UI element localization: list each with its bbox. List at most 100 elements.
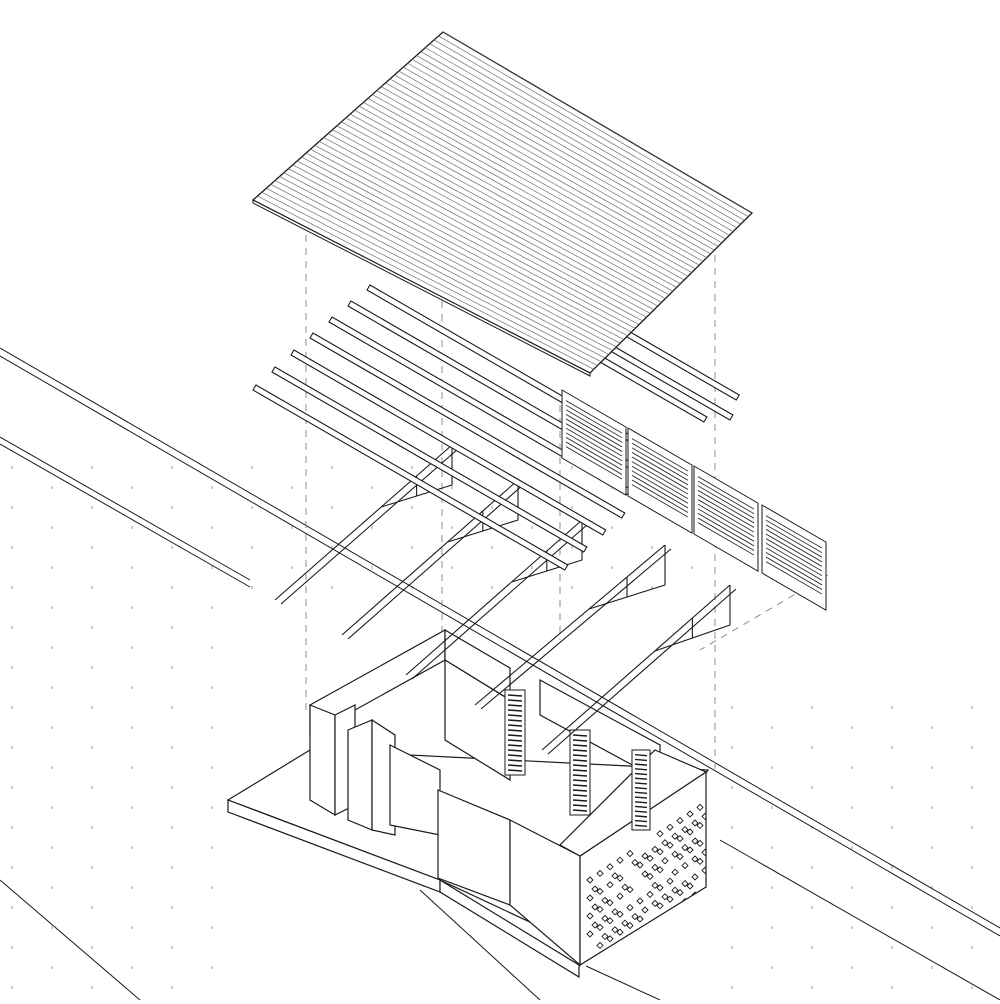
wall-louver-slat [635, 759, 647, 760]
wall-louver-slat [508, 710, 522, 711]
wall-louver-frame [505, 690, 525, 775]
wall-louver-slat [508, 750, 522, 751]
wall-louver-slat [508, 695, 522, 696]
perforation-hole [647, 927, 653, 933]
wall-louver-slat [635, 774, 647, 775]
perforation-hole [692, 910, 698, 916]
perforation-hole [677, 908, 683, 914]
perforation-hole [602, 951, 608, 957]
wall-louver-slat [508, 730, 522, 731]
wall-louver-slat [573, 765, 587, 766]
louver-frame [562, 390, 626, 495]
perforation-hole [617, 947, 623, 953]
wall-louver-slat [635, 797, 647, 798]
truss-top-chord [475, 545, 665, 705]
wall-louver-slat [635, 825, 647, 826]
wall-louver-slat [573, 760, 587, 761]
roof-truss [275, 445, 458, 604]
wall-louver-slat [635, 806, 647, 807]
louver-panel [694, 466, 758, 571]
perforation-hole [662, 930, 668, 936]
wall-louver-slat [635, 764, 647, 765]
perforation-hole [612, 963, 618, 969]
purlin [272, 367, 587, 552]
wall-louver-slat [508, 700, 522, 701]
perforation-hole [687, 901, 693, 907]
wall-louver-slat [508, 715, 522, 716]
wall-louver-slat [635, 778, 647, 779]
truss-top-chord [406, 520, 582, 675]
site-line-corner-c [0, 880, 140, 1000]
truss-top-chord-2 [548, 589, 736, 754]
wall-louver-slat [573, 735, 587, 736]
wall-louver-frame [632, 750, 650, 830]
perforation-hole [682, 917, 688, 923]
wall-louver-slat [635, 792, 647, 793]
wall-louver-slat [508, 740, 522, 741]
site-line-lower-a [0, 437, 250, 580]
wall-louver-slat [573, 795, 587, 796]
wall-louver-slat [508, 760, 522, 761]
wall-louver-slat [508, 770, 522, 771]
perforation-hole [637, 934, 643, 940]
roof-outline [253, 32, 752, 373]
left-wall-edge [310, 705, 335, 815]
wall-louver-slat [573, 800, 587, 801]
perforation-hole [627, 941, 633, 947]
wall-louver-slat [573, 805, 587, 806]
wall-louver-slat [508, 765, 522, 766]
perforation-hole [622, 956, 628, 962]
wall-louver-slat [508, 705, 522, 706]
perforation-hole [672, 923, 678, 929]
louver-panel [562, 390, 626, 495]
wall-louver-slat [573, 785, 587, 786]
wall-louver-slat [508, 755, 522, 756]
roof-truss [342, 480, 524, 639]
wall-louver-slat [635, 783, 647, 784]
truss-top-chord-2 [412, 524, 588, 679]
wall-louver [570, 730, 590, 815]
perforation-hole [592, 976, 598, 982]
truss-top-chord-2 [348, 484, 524, 639]
wall-louver-slat [508, 735, 522, 736]
wall-louver-slat [573, 770, 587, 771]
wall-louver-slat [508, 745, 522, 746]
perforation-hole [657, 921, 663, 927]
roof-sheet [253, 32, 752, 376]
louver-frame [694, 466, 758, 571]
louver-panel [628, 428, 692, 533]
perforation-hole [632, 950, 638, 956]
perforation-hole [592, 958, 598, 964]
wall-louver-slat [573, 740, 587, 741]
wall-louver-slat [635, 816, 647, 817]
wall-louver-slat [635, 811, 647, 812]
perforation-hole [597, 960, 603, 966]
wall-louver-slat [635, 788, 647, 789]
purlin [291, 350, 606, 535]
purlin [253, 385, 568, 570]
wall-louver [632, 750, 650, 830]
wall-louver-slat [508, 725, 522, 726]
wall-louver-slat [635, 769, 647, 770]
wall-louver-slat [635, 755, 647, 756]
site-line-lower-b [0, 444, 250, 587]
site-line-corner-a [586, 966, 660, 1000]
perforation-hole [697, 894, 703, 900]
louver-frame [628, 428, 692, 533]
wall-louver-slat [573, 745, 587, 746]
wall-louver-slat [573, 810, 587, 811]
wall-louver-slat [573, 750, 587, 751]
wall-louver-slat [508, 720, 522, 721]
wall-louver-slat [573, 780, 587, 781]
wall-louver [505, 690, 525, 775]
wall-louver-slat [635, 821, 647, 822]
perforation-hole [652, 936, 658, 942]
wall-louver-slat [635, 802, 647, 803]
wall-pier-1 [348, 720, 372, 830]
wall-louver-frame [570, 730, 590, 815]
truss-top-chord-2 [481, 549, 671, 709]
wall-louver-slat [573, 755, 587, 756]
perforation-hole [642, 943, 648, 949]
